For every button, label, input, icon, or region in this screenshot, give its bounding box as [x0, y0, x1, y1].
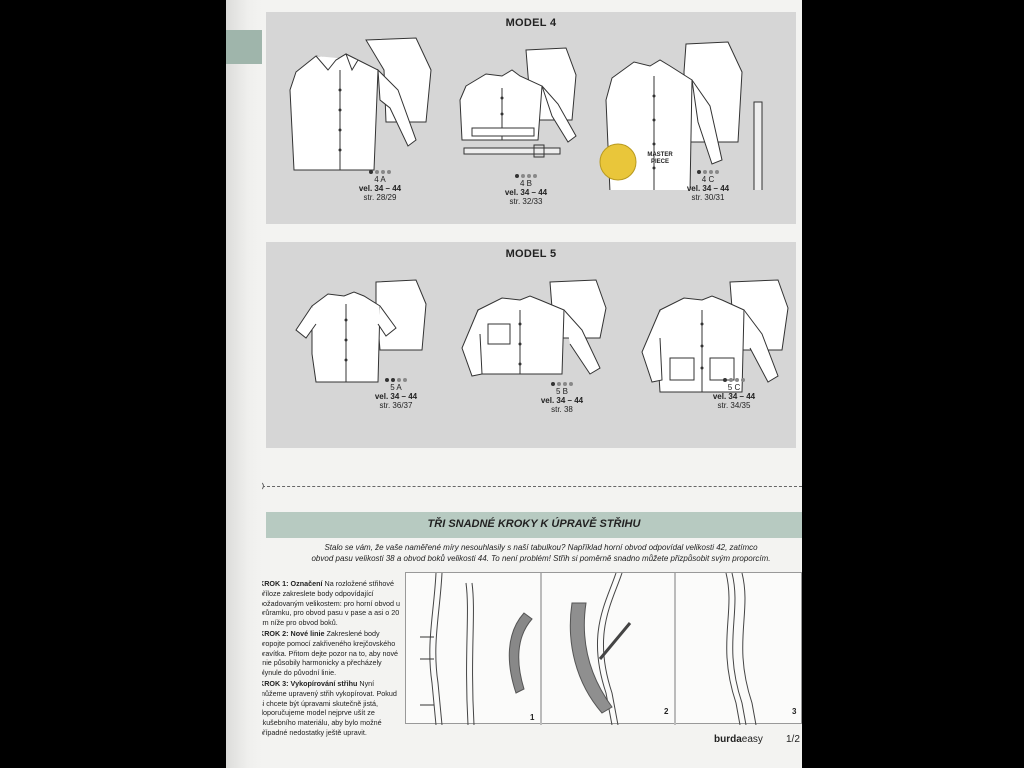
size-dots [330, 168, 430, 175]
intro-line-2: obvod pasu velikosti 38 a obvod boků vel… [311, 554, 771, 563]
magazine-page: MODEL 4 [226, 0, 802, 768]
model4-item-c: 4 C vel. 34 – 44 str. 30/31 [658, 168, 758, 202]
item-sizes: vel. 34 – 44 [712, 392, 756, 401]
model5-title: MODEL 5 [505, 248, 557, 260]
figure-number-3: 3 [792, 707, 797, 716]
item-page: str. 30/31 [691, 193, 725, 202]
figure-drawings [420, 573, 757, 725]
model5-item-b: 5 B vel. 34 – 44 str. 38 [512, 380, 612, 414]
badge-line-2: PIECE [650, 159, 669, 165]
item-page: str. 34/35 [717, 401, 751, 410]
step-figures: 1 2 3 [405, 572, 802, 725]
page-gutter [226, 0, 262, 768]
step-2: KROK 2: Nové linie Zakreslené body propo… [259, 629, 403, 678]
figure-divider [674, 573, 676, 725]
item-sizes: vel. 34 – 44 [686, 184, 730, 193]
item-code: 5 A [390, 383, 402, 392]
model4-panel: MODEL 4 [266, 12, 796, 224]
item-page: str. 32/33 [509, 197, 543, 206]
model5-item-a: 5 A vel. 34 – 44 str. 36/37 [346, 376, 446, 410]
item-code: 5 B [555, 387, 568, 396]
brand-part-b: easy [741, 734, 763, 745]
size-dots [346, 376, 446, 383]
item-page: str. 36/37 [379, 401, 413, 410]
item-sizes: vel. 34 – 44 [504, 188, 548, 197]
figure-number-1: 1 [530, 713, 535, 722]
model4-item-b: 4 B vel. 34 – 44 str. 32/33 [476, 172, 576, 206]
item-page: str. 38 [551, 405, 573, 414]
item-code: 5 C [727, 383, 741, 392]
step-label: KROK 1: Označení [259, 579, 323, 588]
step-label: KROK 3: Vykopírování střihu [259, 678, 358, 688]
section-header-bar: TŘI SNADNÉ KROKY K ÚPRAVĚ STŘIHU [266, 512, 802, 538]
masterpiece-badge: MASTER PIECE [640, 152, 680, 166]
size-dots [512, 380, 612, 387]
step-3: KROK 3: Vykopírování střihu Nyní můžeme … [259, 679, 403, 738]
item-code: 4 A [374, 175, 386, 184]
cut-line [256, 482, 802, 490]
model4-title: MODEL 4 [505, 17, 557, 29]
page-number: 1/2 [786, 734, 800, 745]
size-dots [684, 376, 784, 383]
item-sizes: vel. 34 – 44 [358, 184, 402, 193]
step-label: KROK 2: Nové linie [259, 628, 325, 638]
steps-list: KROK 1: Označení Na rozložené střihové p… [259, 579, 403, 739]
section-title: TŘI SNADNÉ KROKY K ÚPRAVĚ STŘIHU [427, 518, 641, 530]
section-intro: Stalo se vám, že vaše naměřené míry neso… [286, 542, 796, 564]
item-sizes: vel. 34 – 44 [540, 396, 584, 405]
step-text: Nyní můžeme upravený střih vykopírovat. … [259, 678, 397, 737]
step-text: Zakreslené body propojte pomocí zakřiven… [259, 628, 399, 678]
badge-line-1: MASTER [647, 152, 673, 158]
gutter-tab [226, 30, 262, 64]
brand-part-a: burda [714, 734, 742, 745]
brand-logo: burdaeasy [714, 734, 763, 745]
step-1: KROK 1: Označení Na rozložené střihové p… [259, 579, 403, 628]
item-code: 4 C [701, 175, 715, 184]
item-page: str. 28/29 [363, 193, 397, 202]
model5-panel: MODEL 5 [266, 242, 796, 448]
item-sizes: vel. 34 – 44 [374, 392, 418, 401]
model5-illustrations [295, 279, 789, 393]
model5-item-c: 5 C vel. 34 – 44 str. 34/35 [684, 376, 784, 410]
model4-item-a: 4 A vel. 34 – 44 str. 28/29 [330, 168, 430, 202]
step-text: Na rozložené střihové příloze zakreslete… [259, 579, 401, 628]
figure-number-2: 2 [664, 707, 669, 716]
size-dots [658, 168, 758, 175]
size-dots [476, 172, 576, 179]
intro-line-1: Stalo se vám, že vaše naměřené míry neso… [324, 543, 758, 552]
figure-divider [540, 573, 542, 725]
model4-illustrations [289, 37, 763, 190]
item-code: 4 B [519, 179, 532, 188]
